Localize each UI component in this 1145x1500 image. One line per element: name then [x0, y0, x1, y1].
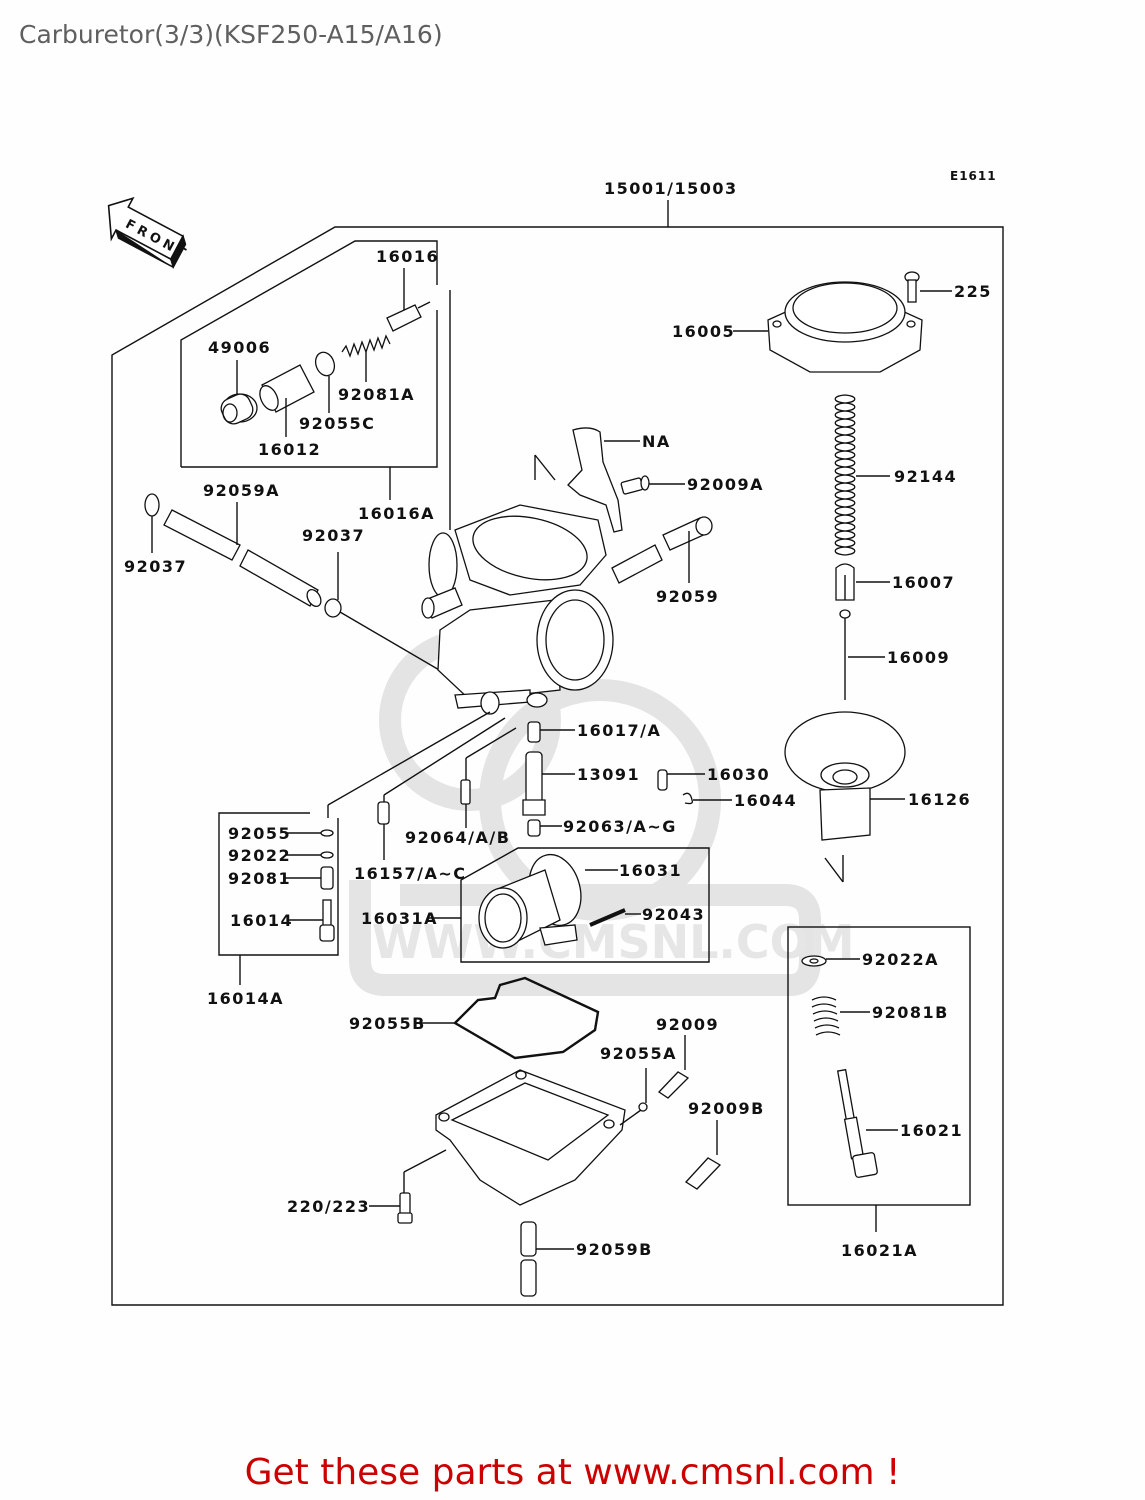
- watermark: WWW.CMSNL.COM: [349, 629, 855, 996]
- label-16030: 16030: [707, 765, 770, 784]
- page-title: Carburetor(3/3)(KSF250-A15/A16): [19, 20, 443, 49]
- label-225: 225: [954, 282, 992, 301]
- label-92055A: 92055A: [600, 1044, 677, 1063]
- label-13091: 13091: [577, 765, 640, 784]
- part-92144: 92144: [834, 394, 957, 556]
- part-92059A: 92059A: [163, 481, 322, 608]
- part-carburetor-body: [421, 290, 614, 715]
- part-13091: 13091: [522, 751, 640, 816]
- part-92022: 92022: [228, 846, 334, 865]
- label-16021A: 16021A: [841, 1241, 918, 1260]
- part-92055A: 92055A: [600, 1044, 677, 1126]
- label-92081B: 92081B: [872, 1003, 949, 1022]
- part-92081A: 92081A: [338, 334, 415, 404]
- figure-code: E1611: [950, 169, 997, 183]
- label-92037-left: 92037: [124, 557, 187, 576]
- part-92009: 92009: [656, 1015, 719, 1099]
- label-92059: 92059: [656, 587, 719, 606]
- part-16157: 16157/A~C: [354, 717, 506, 883]
- label-16016A: 16016A: [358, 504, 435, 523]
- part-NA: NA: [567, 427, 671, 533]
- label-16126: 16126: [908, 790, 971, 809]
- choke-assembly-box: 16016A: [180, 240, 438, 523]
- part-92009A: 92009A: [620, 475, 764, 495]
- part-16126: 16126: [784, 711, 971, 883]
- part-92059: 92059: [611, 516, 719, 606]
- label-220-223: 220/223: [287, 1197, 370, 1216]
- label-92055B: 92055B: [349, 1014, 426, 1033]
- label-16044: 16044: [734, 791, 797, 810]
- holder-assembly-box: 16031A: [361, 847, 710, 963]
- label-92009A: 92009A: [687, 475, 764, 494]
- part-92022A: 92022A: [801, 950, 939, 969]
- footer-cta-link[interactable]: Get these parts at www.cmsnl.com !: [244, 1452, 901, 1493]
- part-16030: 16030: [657, 765, 770, 791]
- front-arrow-icon: FRONT: [107, 196, 191, 270]
- part-16005: 16005: [672, 281, 923, 373]
- label-NA: NA: [642, 432, 671, 451]
- part-float-bowl: [435, 1069, 626, 1206]
- main-assembly-frame: 15001/15003: [111, 179, 1004, 1306]
- label-16021: 16021: [900, 1121, 963, 1140]
- part-16044: 16044: [682, 791, 797, 810]
- label-92055: 92055: [228, 824, 291, 843]
- part-92037-left: 92037: [124, 493, 187, 576]
- part-92063: 92063/A~G: [527, 817, 677, 837]
- label-16016: 16016: [376, 247, 439, 266]
- label-49006: 49006: [208, 338, 271, 357]
- part-92081B: 92081B: [811, 996, 949, 1036]
- label-92081A: 92081A: [338, 385, 415, 404]
- label-92064: 92064/A/B: [405, 828, 510, 847]
- label-16157: 16157/A~C: [354, 864, 467, 883]
- part-92055C: 92055C: [299, 351, 375, 433]
- label-16009: 16009: [887, 648, 950, 667]
- label-92009: 92009: [656, 1015, 719, 1034]
- label-92022A: 92022A: [862, 950, 939, 969]
- pilot-screw-assembly-box: 16014A: [207, 711, 491, 1008]
- label-92037-right: 92037: [302, 526, 365, 545]
- label-16005: 16005: [672, 322, 735, 341]
- part-92064: 92064/A/B: [405, 727, 517, 847]
- label-92063: 92063/A~G: [563, 817, 677, 836]
- label-92144: 92144: [894, 467, 957, 486]
- part-16031: 16031: [478, 853, 682, 949]
- part-16009: 16009: [839, 609, 950, 700]
- part-16014: 16014: [230, 899, 335, 942]
- part-16017A: 16017/A: [527, 721, 661, 743]
- part-220-223: 220/223: [287, 1149, 447, 1224]
- label-16031: 16031: [619, 861, 682, 880]
- part-92009B: 92009B: [684, 1099, 765, 1190]
- label-92081: 92081: [228, 869, 291, 888]
- label-92022: 92022: [228, 846, 291, 865]
- label-16014A: 16014A: [207, 989, 284, 1008]
- part-225: 225: [904, 271, 992, 303]
- label-16017A: 16017/A: [577, 721, 661, 740]
- part-92059B: 92059B: [520, 1221, 653, 1297]
- label-16012: 16012: [258, 440, 321, 459]
- air-screw-assembly-box: 16021A: [787, 926, 971, 1260]
- part-49006: 49006: [208, 338, 271, 425]
- part-92055B: 92055B: [349, 976, 600, 1060]
- assembly-label: 15001/15003: [604, 179, 738, 198]
- label-92059A: 92059A: [203, 481, 280, 500]
- part-92081: 92081: [228, 866, 334, 890]
- label-92055C: 92055C: [299, 414, 375, 433]
- part-92055: 92055: [228, 824, 334, 843]
- label-92059B: 92059B: [576, 1240, 653, 1259]
- part-92043: 92043: [589, 905, 705, 927]
- watermark-text: WWW.CMSNL.COM: [372, 915, 855, 969]
- part-16021: 16021: [836, 1068, 963, 1178]
- part-16012: 16012: [258, 364, 321, 459]
- label-92043: 92043: [642, 905, 705, 924]
- label-16007: 16007: [892, 573, 955, 592]
- label-16031A: 16031A: [361, 909, 438, 928]
- part-16007: 16007: [835, 563, 955, 601]
- label-16014: 16014: [230, 911, 293, 930]
- part-16016: 16016: [376, 247, 439, 332]
- label-92009B: 92009B: [688, 1099, 765, 1118]
